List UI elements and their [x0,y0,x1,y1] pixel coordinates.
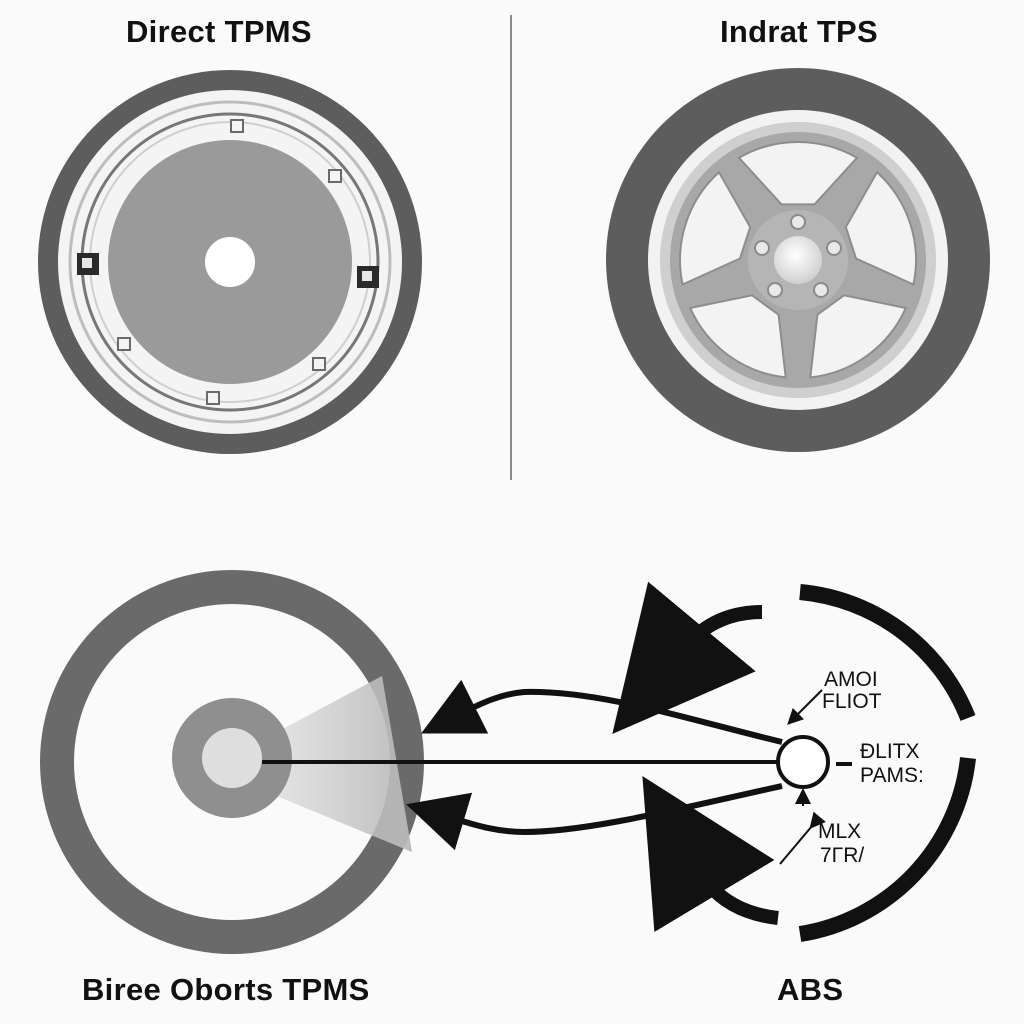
abs-rotation-arrow-top [612,581,763,735]
indirect-tpms-wheel [606,68,990,452]
indirect-spokes [679,140,917,379]
abs-signal-arrow-lower [406,783,783,851]
indirect-lug-nuts [754,214,842,298]
spoke-window [688,294,787,379]
direct-sensor-left [77,253,99,275]
bottom-left-wheel [40,570,790,954]
abs-label-2-line1: ĐLITX [860,740,920,763]
direct-tpms-wheel [38,70,422,454]
abs-label-2-line2: PAMS: [860,764,924,787]
abs-pointer-3 [779,811,826,865]
abs-label-1-line2: FLIOT [822,690,882,713]
abs-rotation-arrow-bottom [642,775,779,933]
abs-signal-arrow-upper [421,679,783,745]
abs-label-3-line1: MLX [818,820,861,843]
direct-rim-tabs [117,119,342,405]
spoke-window [844,170,917,286]
abs-ring-arc-top [799,584,976,721]
indirect-center-cap [774,236,822,284]
bottom-left-title: Biree Oborts TPMS [82,972,370,1007]
abs-label-3-line2: 7ΓR/ [820,844,864,867]
abs-label-1-line1: AMOI [824,668,878,691]
abs-title: ABS [777,972,844,1007]
bottom-left-center [202,728,262,788]
abs-diagram: AMOI FLIOT ĐLITX PAMS: MLX 7ΓR/ [406,581,976,942]
spoke-window [679,170,752,286]
direct-sensor-right [357,266,379,288]
spoke-window [737,140,859,206]
direct-rim-ring-outer [68,100,392,424]
direct-hub-hole [203,235,257,289]
abs-sensor-circle [776,735,830,789]
direct-tpms-title: Direct TPMS [126,14,312,49]
abs-pointer-1 [787,689,823,725]
indirect-tpms-title: Indrat TPS [720,14,879,49]
spoke-window [809,294,908,379]
vertical-divider [510,15,512,480]
abs-ring-arc-bottom [798,757,976,942]
